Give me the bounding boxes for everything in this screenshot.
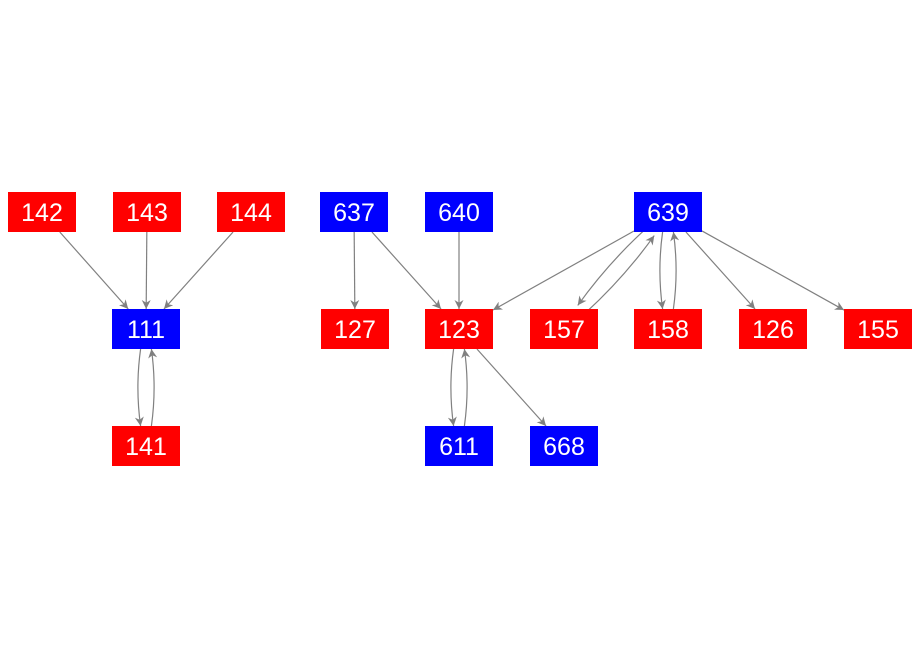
node-157: 157 [530,309,598,349]
node-box [112,426,180,466]
edge-639-to-155 [701,230,845,311]
node-box [634,309,702,349]
edge-143-to-111 [141,231,151,310]
node-box [425,426,493,466]
edge-637-to-123 [371,231,442,310]
edge-639-to-126 [685,231,756,310]
edge-637-to-127 [350,231,360,310]
edge-144-to-111 [163,231,234,310]
edge-611-to-123 [461,348,471,427]
node-label: 668 [543,433,585,461]
node-637: 637 [320,192,388,232]
node-127: 127 [321,309,389,349]
node-label: 157 [543,316,585,344]
edge-123-to-668 [476,348,547,427]
node-box [320,192,388,232]
node-label: 143 [126,199,168,227]
node-box [530,309,598,349]
node-label: 141 [125,433,167,461]
node-box [844,309,912,349]
node-label: 639 [647,199,689,227]
node-label: 158 [647,316,689,344]
node-142: 142 [8,192,76,232]
node-box [217,192,285,232]
node-box [425,309,493,349]
node-label: 144 [230,199,272,227]
node-668: 668 [530,426,598,466]
edge-123-to-611 [447,348,457,427]
node-126: 126 [739,309,807,349]
node-158: 158 [634,309,702,349]
node-155: 155 [844,309,912,349]
node-141: 141 [112,426,180,466]
node-box [8,192,76,232]
node-label: 640 [438,199,480,227]
edge-639-to-158 [656,231,666,310]
edge-639-to-157 [577,227,647,306]
node-box [112,309,180,349]
node-143: 143 [113,192,181,232]
node-640: 640 [425,192,493,232]
node-label: 142 [21,199,63,227]
node-label: 611 [439,433,479,461]
edge-142-to-111 [59,231,129,310]
node-box [425,192,493,232]
node-label: 637 [333,199,375,227]
node-111: 111 [112,309,180,349]
node-box [321,309,389,349]
node-label: 111 [127,316,165,344]
edge-158-to-639 [670,231,680,310]
node-639: 639 [634,192,702,232]
node-box [634,192,702,232]
node-label: 127 [334,316,376,344]
edge-639-to-123 [492,230,635,311]
edge-111-to-141 [134,348,144,427]
node-123: 123 [425,309,493,349]
node-box [739,309,807,349]
node-label: 155 [857,316,899,344]
node-611: 611 [425,426,493,466]
edge-157-to-639 [585,235,655,314]
node-144: 144 [217,192,285,232]
node-label: 123 [438,316,480,344]
node-box [113,192,181,232]
node-box [530,426,598,466]
node-label: 126 [752,316,794,344]
edge-141-to-111 [148,348,158,427]
